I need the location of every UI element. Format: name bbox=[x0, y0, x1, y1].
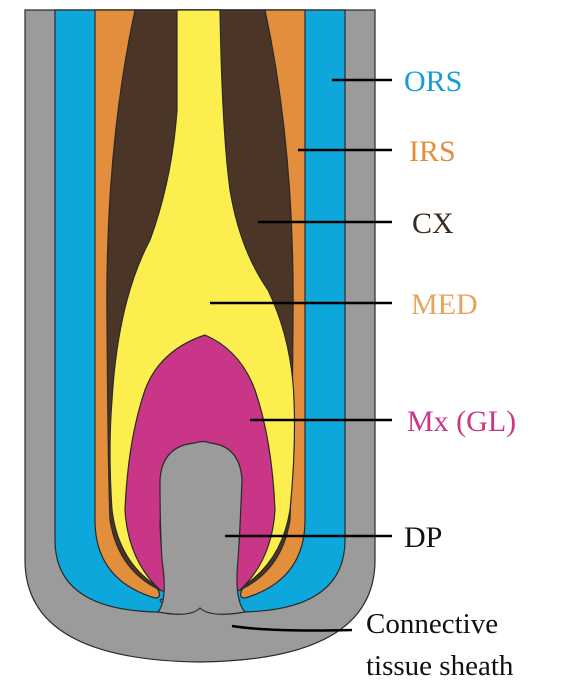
sheath-leader-line bbox=[231, 624, 353, 632]
ors-label: ORS bbox=[404, 65, 462, 98]
med-label: MED bbox=[411, 288, 478, 321]
connective-tissue-label-line1: Connective bbox=[366, 608, 498, 640]
irs-label: IRS bbox=[409, 135, 456, 168]
dermal-papilla-layer bbox=[156, 440, 247, 615]
mx-label: Mx (GL) bbox=[407, 405, 516, 438]
dp-label: DP bbox=[404, 521, 442, 554]
connective-tissue-label-line2: tissue sheath bbox=[366, 650, 514, 682]
cx-label: CX bbox=[412, 207, 454, 240]
